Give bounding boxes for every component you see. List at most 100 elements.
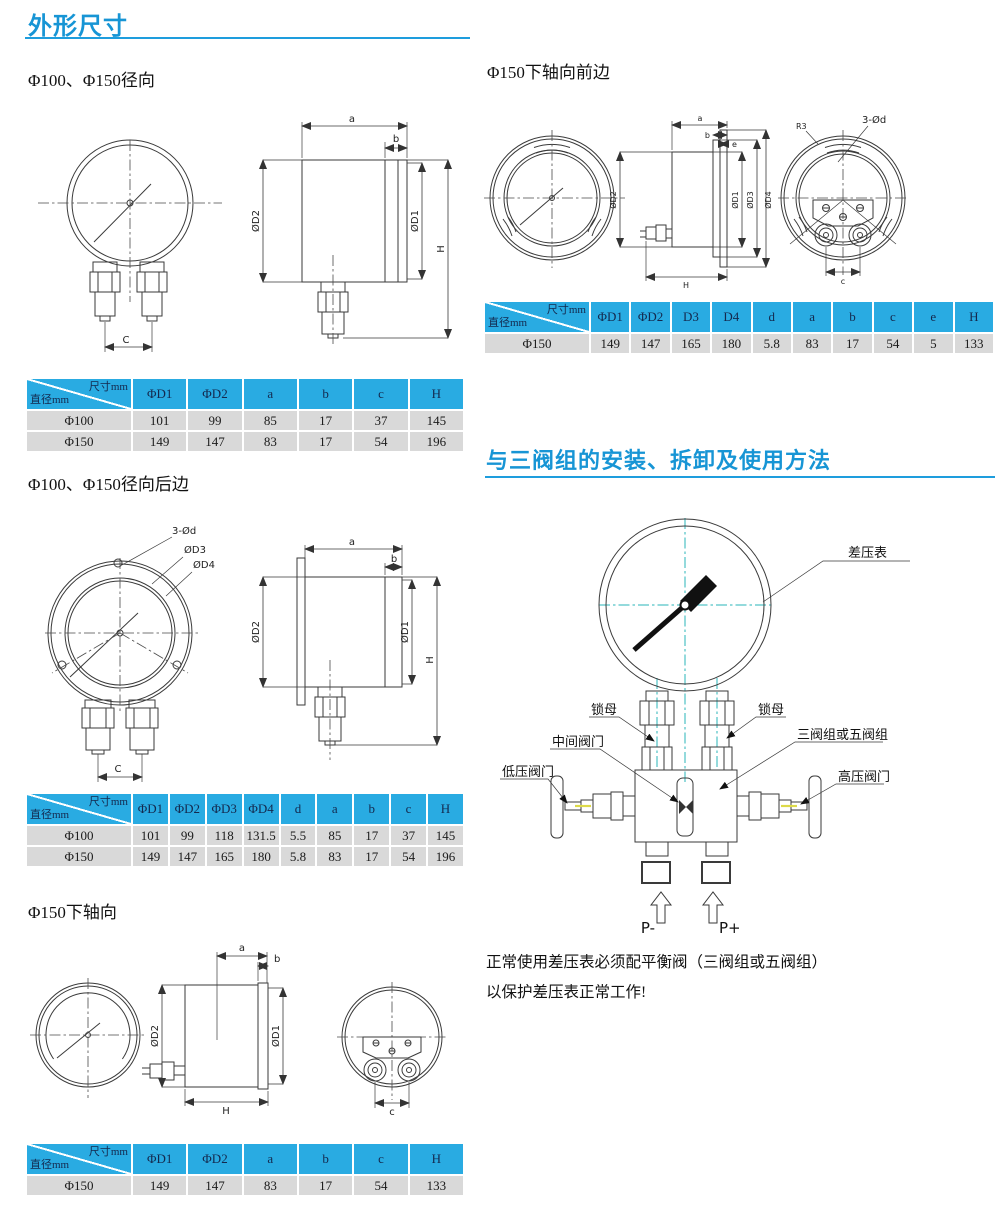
table-cell: 99 (169, 826, 205, 845)
table-header-cell: a (317, 794, 353, 824)
dim-label-H: H (436, 245, 447, 253)
stem-right (699, 690, 735, 771)
table-header-cell: D4 (712, 302, 751, 332)
table-cell: 149 (591, 334, 630, 353)
installation-title: 与三阀组的安装、拆卸及使用方法 (486, 448, 832, 473)
table-cell: 17 (298, 1176, 353, 1195)
pointer-tail (632, 604, 686, 652)
table-header-cell: a (243, 379, 297, 409)
table-header-cell: d (280, 794, 316, 824)
dim-label-a: a (349, 537, 355, 548)
high-valve-assembly (736, 775, 822, 839)
table-cell: 83 (792, 334, 832, 353)
usage-note: 正常使用差压表必须配平衡阀（三阀组或五阀组） 以保护差压表正常工作! (486, 948, 986, 1008)
table-cell: 131.5 (243, 826, 279, 845)
table-cell: 54 (391, 847, 426, 866)
p-plus-arrow (701, 891, 725, 924)
dim-label-C: C (123, 335, 130, 346)
table-header-cell: b (833, 302, 872, 332)
dim-label-b: b (705, 131, 710, 140)
table-cell: 54 (354, 432, 408, 451)
dim-label-d1: ØD1 (399, 621, 411, 643)
table-cell: 17 (354, 826, 390, 845)
dim-label-C: C (115, 764, 122, 775)
table-cell: 165 (671, 334, 711, 353)
table-cell: 118 (206, 826, 242, 845)
table-cell: 85 (317, 826, 353, 845)
table-header-cell: a (243, 1144, 297, 1174)
table-header-cell: c (873, 302, 913, 332)
table-cell: 180 (712, 334, 751, 353)
table-header-cell: c (391, 794, 426, 824)
corner-top-label: 尺寸mm (546, 304, 586, 316)
dim-label-a: a (349, 114, 355, 125)
row-label-cell: Φ150 (27, 1176, 131, 1195)
high-valve-label: 高压阀门 (838, 769, 890, 784)
table-header-cell: ΦD4 (243, 794, 279, 824)
back-fitting (640, 224, 673, 242)
table-cell: 149 (133, 847, 168, 866)
page-title: 外形尺寸 (28, 13, 128, 40)
dim-label-d2: ØD2 (250, 621, 262, 643)
row-label-cell: Φ150 (485, 334, 589, 353)
table-cell: 83 (317, 847, 353, 866)
table-cell: 17 (833, 334, 872, 353)
table-cell: 145 (428, 826, 463, 845)
gauge-label: 差压表 (848, 545, 887, 560)
table-cell: 17 (354, 847, 390, 866)
drawing-radial-back: C 3-Ød ØD3 ØD4 a b ØD2 ØD1 H (45, 525, 441, 782)
dim-label-b: b (274, 954, 280, 965)
table-cell: 5 (914, 334, 953, 353)
lock-nut-left-label: 锁母 (591, 702, 617, 717)
table-cell: 5.5 (280, 826, 316, 845)
table-header-cell: b (298, 1144, 353, 1174)
table-cell: 180 (243, 847, 279, 866)
dim-label-H: H (425, 656, 436, 664)
valve-group-label: 三阀组或五阀组 (797, 727, 888, 742)
table-cell: 99 (188, 411, 242, 430)
usage-note-line1: 正常使用差压表必须配平衡阀（三阀组或五阀组） (486, 954, 828, 971)
table-header-cell: c (354, 1144, 408, 1174)
dim-label-c: c (389, 1107, 395, 1118)
drawing-axial: a b ØD2 ØD1 H c (30, 943, 447, 1118)
middle-valve-seat (686, 800, 693, 814)
table-cell: 54 (873, 334, 913, 353)
middle-valve-label: 中间阀门 (552, 734, 604, 749)
dim-label-b: b (393, 134, 399, 145)
heading-axial: Φ150下轴向 (28, 903, 117, 922)
table-cell: 17 (298, 432, 353, 451)
table-cell: 17 (298, 411, 353, 430)
dim-label-H: H (683, 281, 689, 290)
dim-label-d4: ØD4 (193, 559, 215, 571)
fitting-right (136, 261, 168, 322)
terminal-screws (822, 204, 864, 221)
table-cell: 165 (206, 847, 242, 866)
table-cell: 145 (409, 411, 463, 430)
dim-label-H: H (222, 1106, 230, 1117)
table-cell: 54 (354, 1176, 408, 1195)
low-valve-label: 低压阀门 (502, 764, 554, 779)
table-cell: 101 (133, 411, 187, 430)
corner-bottom-label: 直径mm (30, 1159, 70, 1171)
table-header-cell: ΦD2 (169, 794, 205, 824)
table-header-cell: ΦD2 (631, 302, 670, 332)
drawing-radial: C a b ØD2 ØD1 H (38, 114, 452, 352)
table-header-cell: b (354, 794, 390, 824)
dim-label-b: b (391, 554, 397, 565)
dim-label-d1: ØD1 (409, 210, 421, 232)
table-cell: 149 (133, 1176, 187, 1195)
p-minus-arrow (649, 891, 673, 924)
